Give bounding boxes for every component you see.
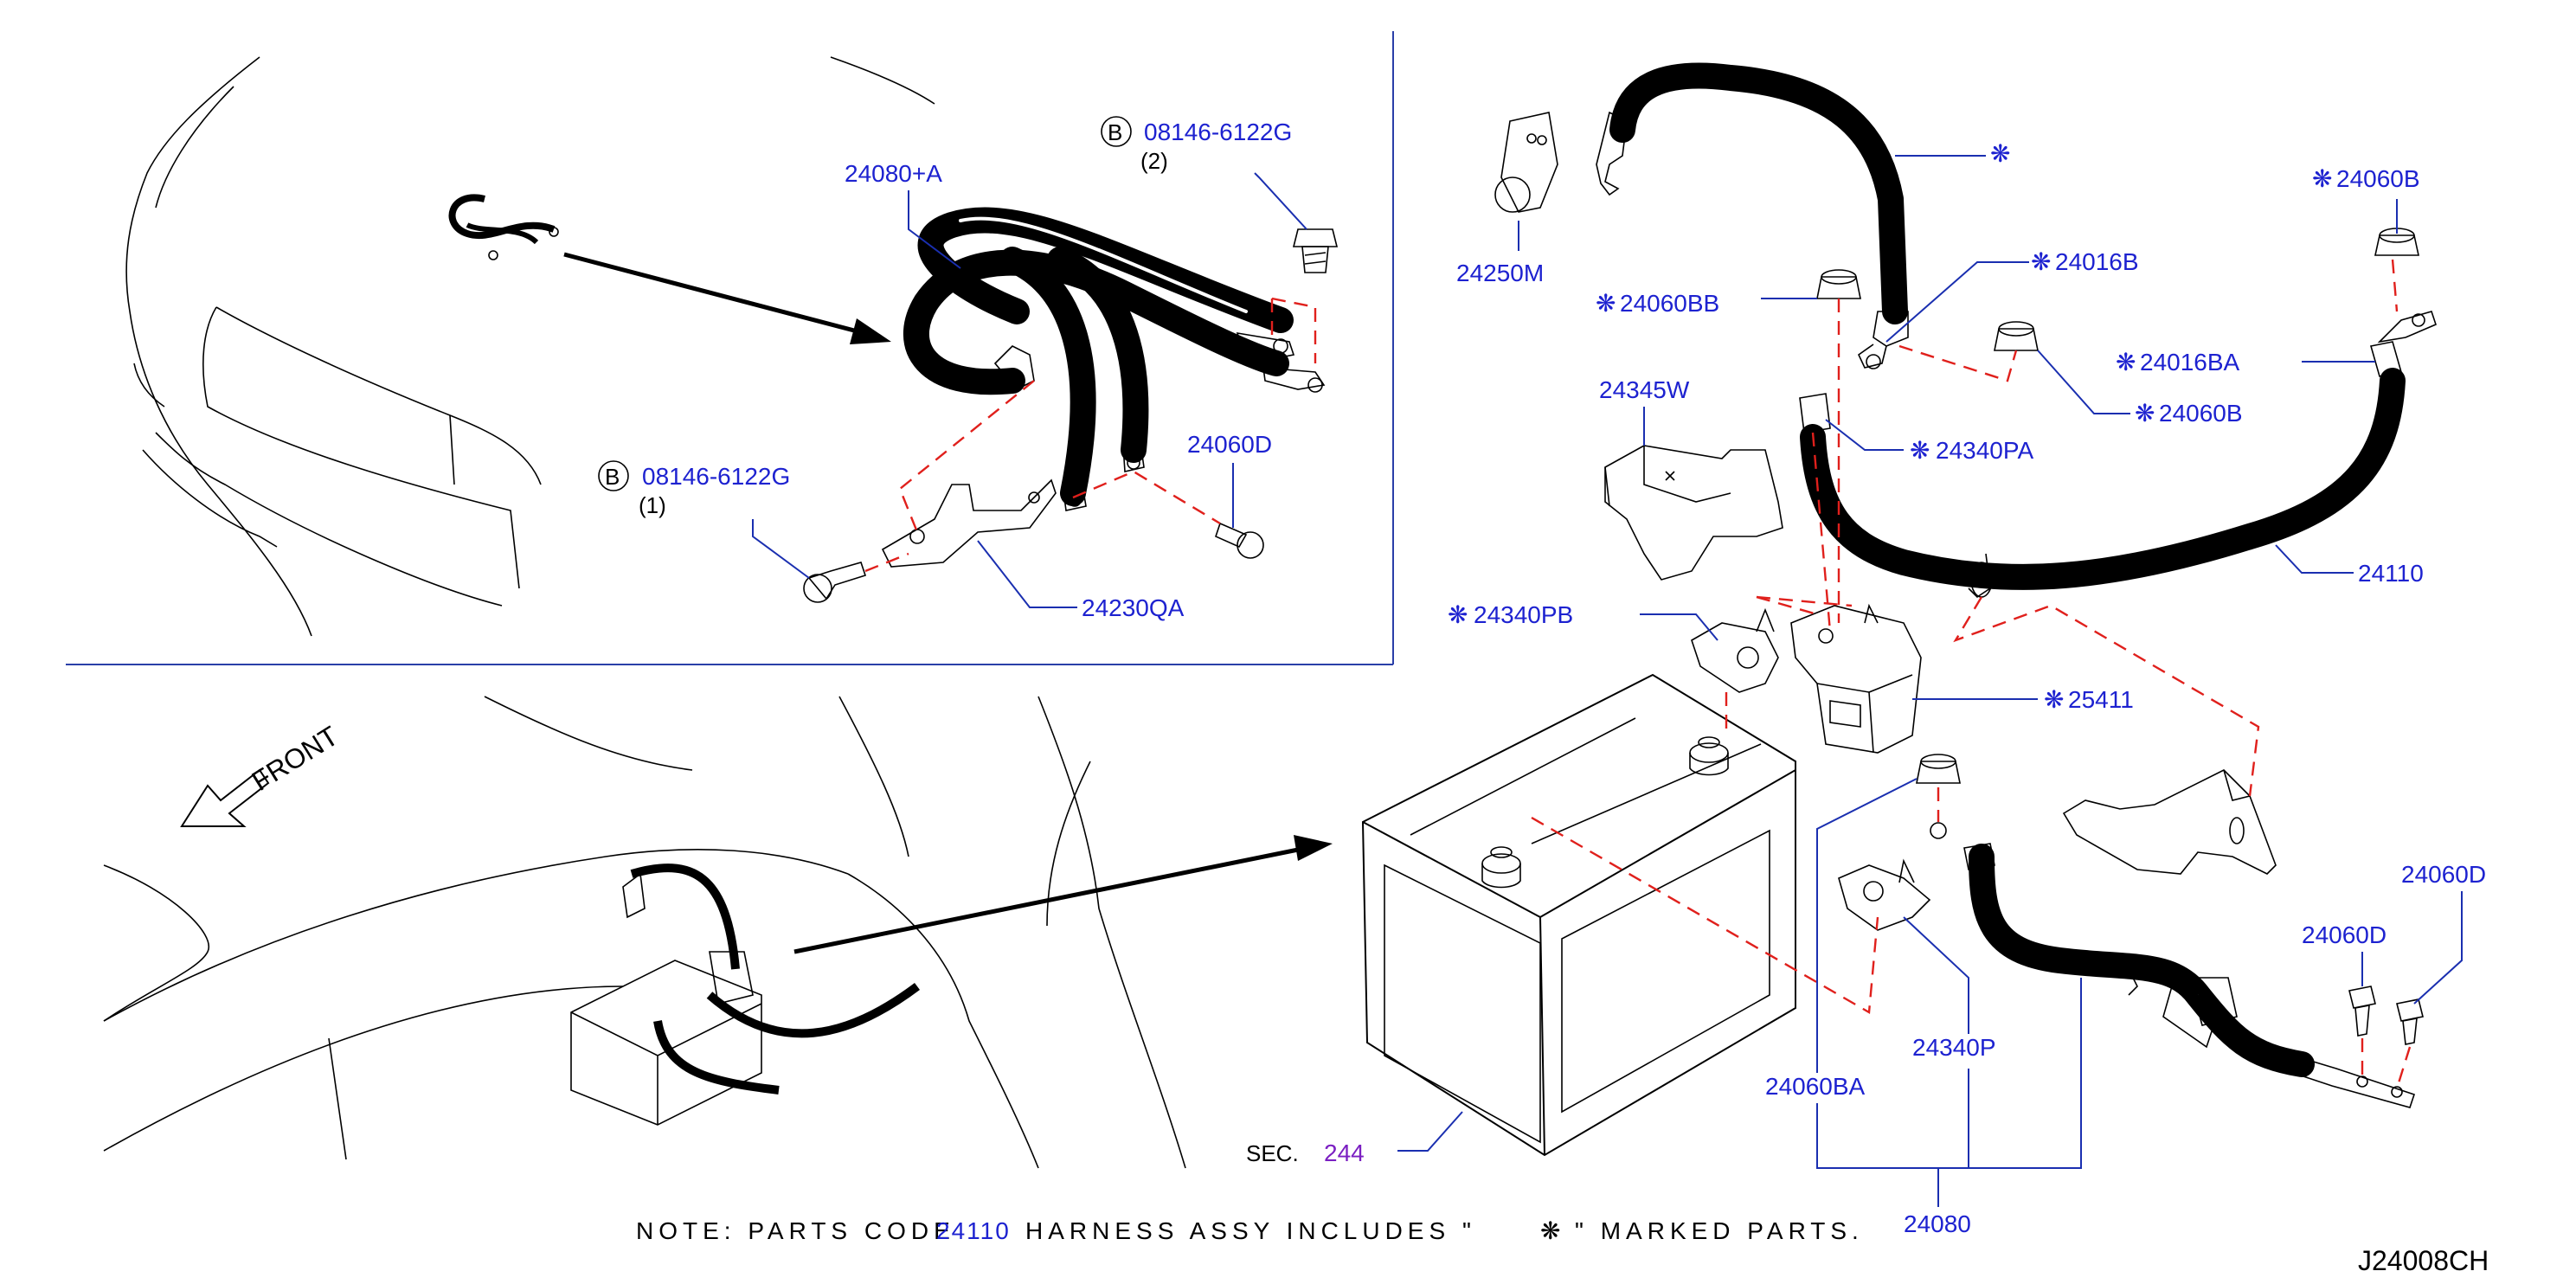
terminal-block-25411 [1790, 603, 1922, 754]
harness-cable-upper [1596, 62, 1909, 369]
label-08146-6122g-upper: 08146-6122G [1144, 119, 1292, 145]
mark-24340pb: ❋ [1448, 601, 1468, 628]
label-24060ba: 24060BA [1765, 1073, 1866, 1100]
circled-b-marker-upper: B [1101, 116, 1132, 147]
mark-24016b: ❋ [2031, 248, 2051, 275]
guide-lines-right [1531, 259, 2412, 1089]
ring-terminal-24016ba [2377, 311, 2437, 343]
terminal-24340pb [1691, 607, 1779, 693]
battery-thumbnail [570, 863, 920, 1126]
label-08146-6122g-lower: 08146-6122G [642, 463, 790, 490]
view-arrow-lower [793, 845, 1307, 954]
terminal-24340p [1838, 858, 1931, 931]
label-24016b: 24016B [2055, 248, 2139, 275]
label-24060b-mid: 24060B [2159, 400, 2243, 427]
ring-terminal-24016b [1866, 354, 1881, 369]
terminal-cover-24345w [1604, 445, 1783, 581]
label-24340pb: 24340PB [1474, 601, 1573, 628]
label-24340pa: 24340PA [1936, 437, 2033, 464]
sec-number-244[interactable]: 244 [1324, 1140, 1365, 1166]
mark-24060bb: ❋ [1596, 290, 1616, 317]
label-24060d-top: 24060D [1187, 431, 1272, 458]
label-24110: 24110 [2358, 560, 2424, 587]
note-prefix: NOTE: PARTS CODE [636, 1217, 955, 1244]
view-arrow-lower-head [1294, 835, 1333, 861]
bolt-24060d-right-2 [2396, 998, 2424, 1045]
bolt-08146-6122g-2 [1292, 228, 1339, 273]
harness-cable-24110 [1799, 341, 2406, 599]
mark-24060b-mid: ❋ [2135, 400, 2155, 427]
mark-24016ba: ❋ [2116, 349, 2136, 376]
bracket-24230qa [881, 478, 1057, 568]
mark-24340pa: ❋ [1910, 437, 1930, 464]
front-label: FRONT [247, 720, 344, 797]
circled-b-marker-lower: B [598, 460, 629, 491]
note-mark-symbol: ❋ [1540, 1217, 1565, 1244]
qty-08146-lower: (1) [639, 492, 666, 518]
mark-24060b-top: ❋ [2312, 165, 2332, 192]
car-side-view-illustration [103, 696, 1186, 1169]
bolt-24060d-right-1 [2348, 985, 2376, 1037]
label-24230qa: 24230QA [1082, 594, 1185, 621]
label-25411: 25411 [2068, 686, 2134, 713]
label-24345w: 24345W [1599, 376, 1690, 403]
diagram-code: J24008CH [2358, 1245, 2489, 1276]
terminal-cap-24250m [1494, 112, 1558, 213]
nut-24060b-mid [1994, 321, 2039, 351]
label-24060d-right-2: 24060D [2302, 921, 2386, 948]
bolt-24060d-top [1215, 522, 1264, 559]
label-24060bb: 24060BB [1620, 290, 1719, 317]
qty-08146-upper: (2) [1140, 148, 1168, 174]
note-code-24110: 24110 [936, 1217, 1011, 1244]
mark-harness-cable-upper: ❋ [1990, 140, 2010, 167]
guide-lines-upper-left [864, 297, 1317, 573]
washer-24060ba [1930, 822, 1947, 839]
harness-24080 [1963, 843, 2416, 1108]
label-24060b-top: 24060B [2336, 165, 2420, 192]
sec-label: SEC. [1246, 1140, 1299, 1166]
view-arrow-upper [563, 252, 875, 338]
bolt-08146-6122g-1 [803, 562, 867, 603]
harness-24080-a [903, 207, 1326, 511]
mark-25411: ❋ [2044, 686, 2064, 713]
note-suffix: " MARKED PARTS. [1575, 1217, 1864, 1244]
b-letter-upper: B [1108, 119, 1122, 145]
label-24060d-right-1: 24060D [2401, 861, 2486, 888]
view-arrow-upper-head [850, 318, 891, 344]
label-24340p: 24340P [1912, 1034, 1996, 1061]
bracket-lower-right [2062, 769, 2277, 875]
harness-thumbnail [448, 194, 559, 260]
label-24250m: 24250M [1456, 260, 1544, 286]
nut-24060ba [1916, 754, 1961, 784]
car-front-view-illustration [125, 56, 935, 637]
label-24080-a: 24080+A [845, 160, 942, 187]
label-24016ba: 24016BA [2140, 349, 2240, 376]
front-direction-indicator: FRONT [180, 720, 344, 827]
battery-244 [1361, 673, 1796, 1157]
label-24080: 24080 [1904, 1210, 1971, 1237]
b-letter-lower: B [605, 464, 620, 490]
note-middle: HARNESS ASSY INCLUDES " [1025, 1217, 1476, 1244]
nut-24060bb [1816, 269, 1861, 299]
detail-frame [66, 31, 1394, 665]
